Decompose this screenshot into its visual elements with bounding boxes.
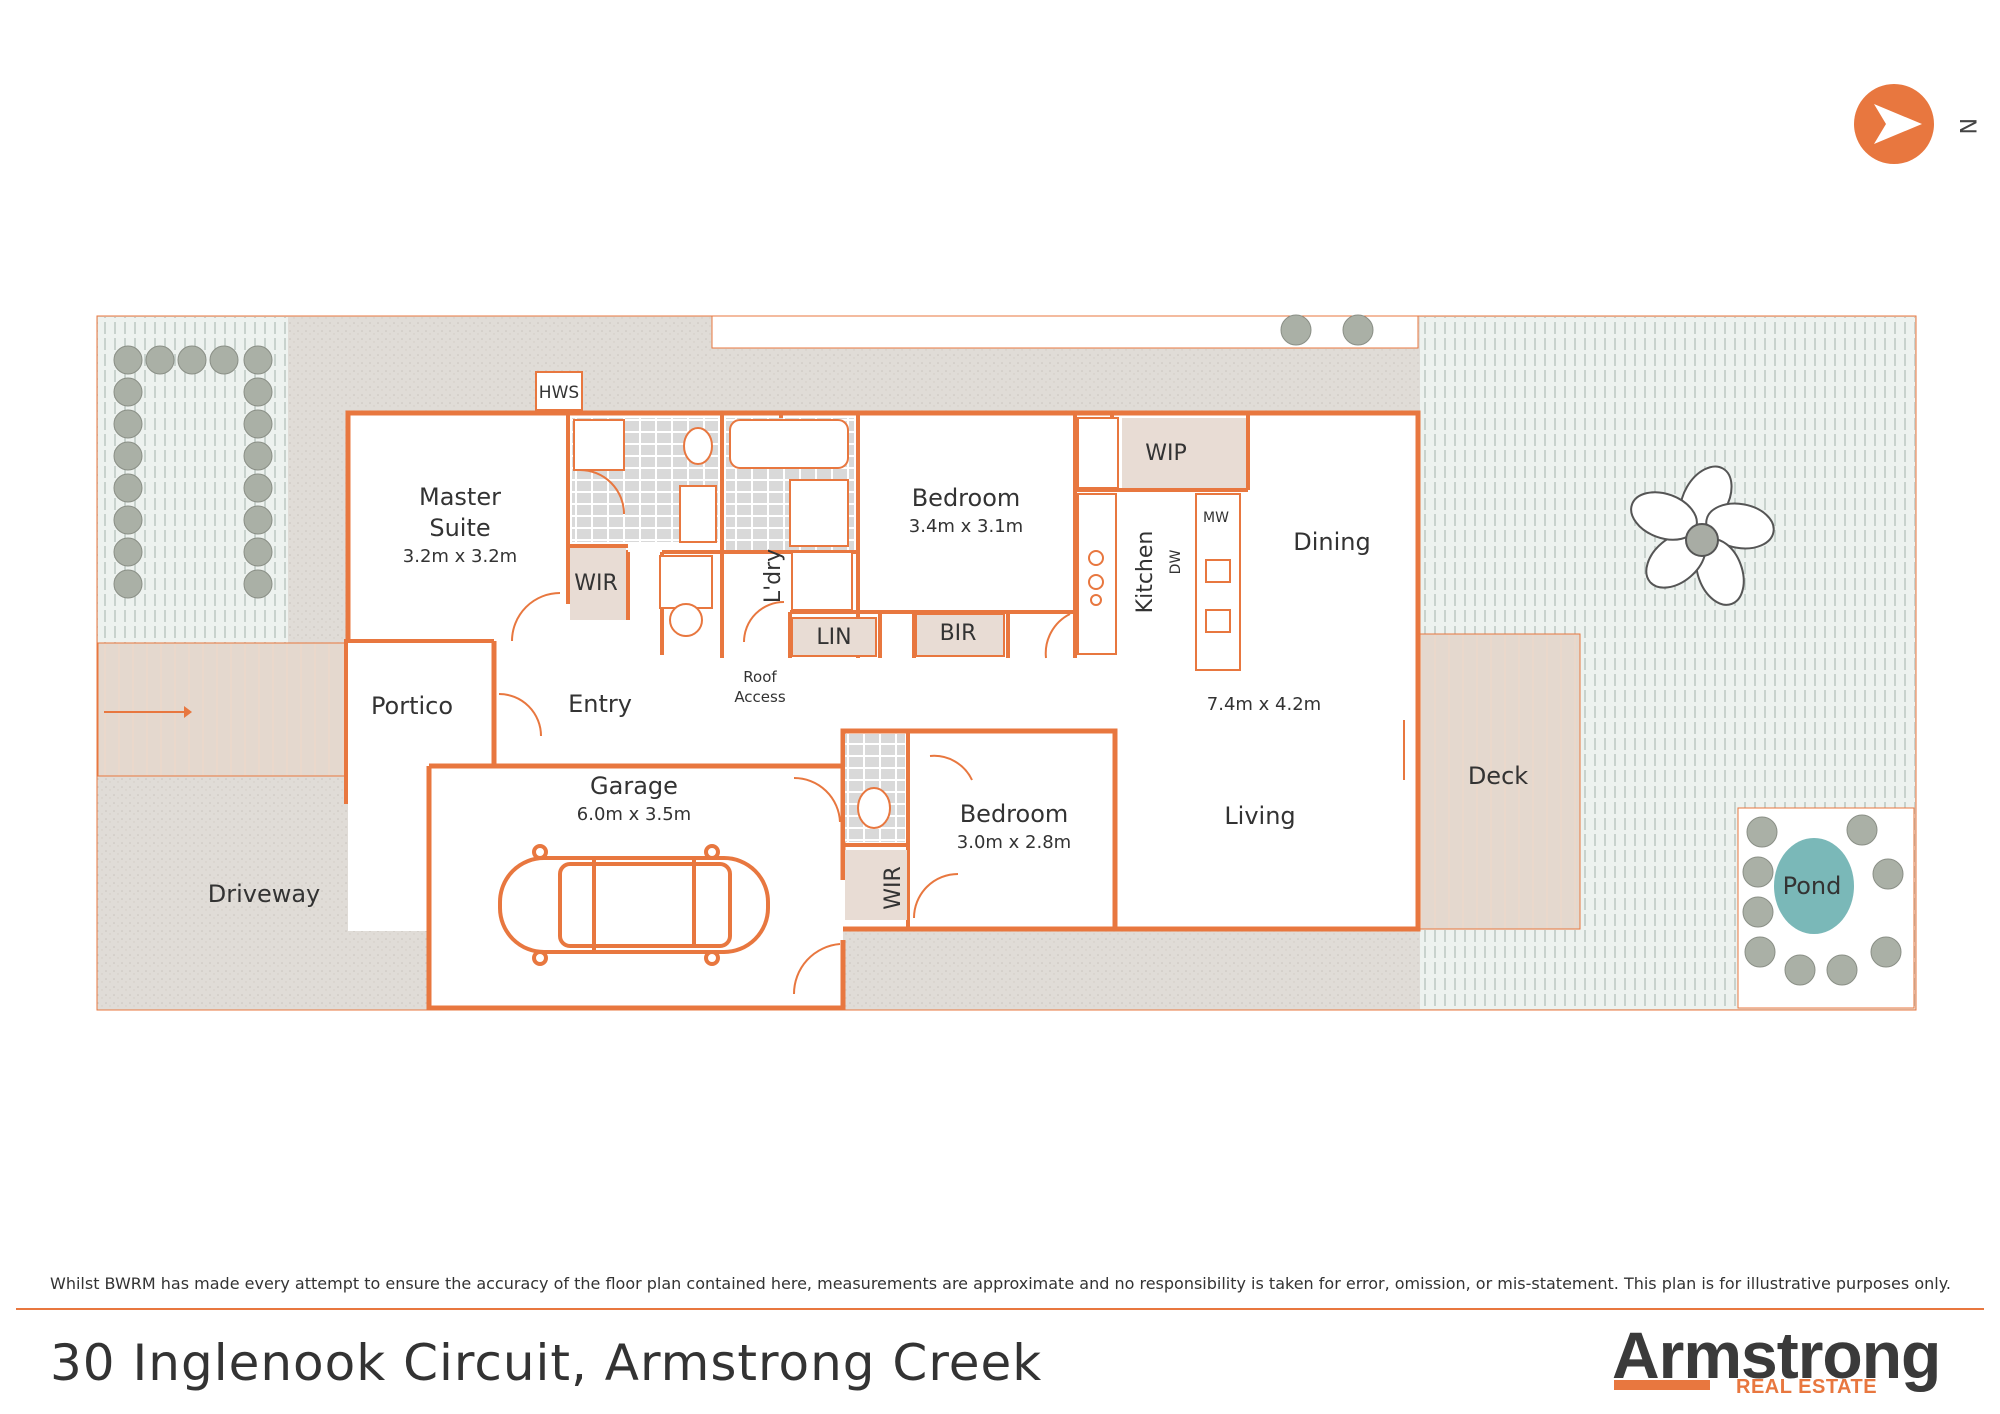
entry-arrowhead xyxy=(184,706,192,718)
armstrong-logo: Armstrong REAL ESTATE xyxy=(1612,1318,1941,1398)
label-entry: Entry xyxy=(568,690,632,718)
label-living-dim: 7.4m x 4.2m xyxy=(1207,694,1321,715)
compass: N xyxy=(1854,84,1979,164)
property-address: 30 Inglenook Circuit, Armstrong Creek xyxy=(50,1334,1043,1392)
label-master-2: Suite xyxy=(429,514,490,542)
label-ldry: L'dry xyxy=(761,549,786,603)
wir-bed2 xyxy=(845,850,907,920)
side-planter xyxy=(711,315,1419,349)
label-bir: BIR xyxy=(940,621,977,646)
bir-cupboard xyxy=(915,613,1005,657)
feature-plant-icon xyxy=(1630,465,1775,606)
front-path xyxy=(97,642,349,777)
label-portico: Portico xyxy=(371,692,453,720)
exterior-walls xyxy=(345,410,1421,1011)
car-icon xyxy=(498,844,770,966)
footer-divider xyxy=(16,1308,1984,1310)
label-wir-bed2: WIR xyxy=(881,866,906,910)
pond xyxy=(1774,838,1854,934)
label-dining: Dining xyxy=(1293,528,1370,556)
hedge-shrubs xyxy=(113,314,1374,599)
compass-arrow xyxy=(1874,104,1922,144)
label-mw: MW xyxy=(1203,510,1229,526)
room-labels: HWS Master Suite 3.2m x 3.2m WIR L'dry B… xyxy=(208,383,1842,910)
label-dw: DW xyxy=(1168,550,1184,575)
kitchen-bench xyxy=(1077,417,1241,671)
label-roof-1: Roof xyxy=(743,668,777,686)
label-deck: Deck xyxy=(1468,762,1528,790)
wir-master xyxy=(570,548,626,620)
lin-cupboard xyxy=(791,617,877,657)
label-roof-2: Access xyxy=(734,688,786,706)
label-lin: LIN xyxy=(816,625,851,650)
label-bedroom1-dim: 3.4m x 3.1m xyxy=(909,516,1023,537)
label-driveway: Driveway xyxy=(208,880,321,908)
logo-bar xyxy=(1614,1380,1710,1390)
label-kitchen: Kitchen xyxy=(1133,531,1158,614)
logo-sub: REAL ESTATE xyxy=(1736,1376,1878,1398)
label-wir-master: WIR xyxy=(574,571,618,596)
door-swings xyxy=(498,469,1405,995)
bath-fixtures xyxy=(573,419,891,829)
pond-shrubs xyxy=(1742,814,1904,986)
label-living: Living xyxy=(1224,802,1295,830)
label-pond: Pond xyxy=(1783,872,1842,900)
label-hws: HWS xyxy=(539,383,579,403)
label-wip: WIP xyxy=(1145,441,1187,466)
wip-pantry xyxy=(1122,418,1246,488)
label-master-1: Master xyxy=(419,483,501,511)
label-bedroom2-dim: 3.0m x 2.8m xyxy=(957,832,1071,853)
deck xyxy=(1419,633,1581,930)
label-garage: Garage xyxy=(590,772,678,800)
disclaimer: Whilst BWRM has made every attempt to en… xyxy=(50,1274,1951,1293)
hws-unit xyxy=(535,371,583,411)
label-master-dim: 3.2m x 3.2m xyxy=(403,546,517,567)
label-bedroom2: Bedroom xyxy=(960,800,1069,828)
logo-word: Armstrong xyxy=(1612,1318,1941,1392)
label-bedroom1: Bedroom xyxy=(912,484,1021,512)
label-garage-dim: 6.0m x 3.5m xyxy=(577,804,691,825)
compass-label: N xyxy=(1954,118,1979,134)
